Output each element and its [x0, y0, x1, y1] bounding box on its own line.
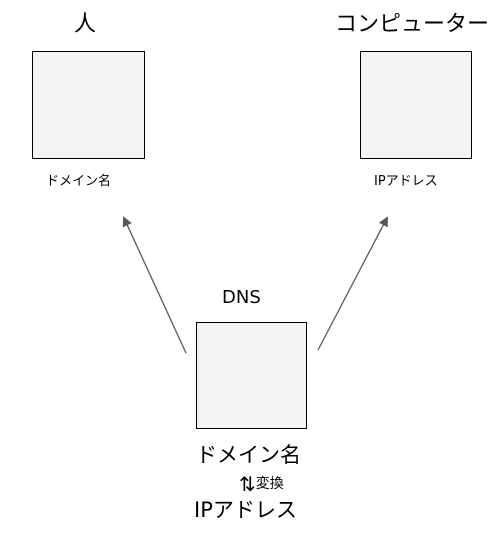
computer-box: [360, 51, 472, 159]
dns-caption-ip: IPアドレス: [194, 498, 297, 522]
human-title: 人: [74, 12, 97, 37]
dns-conversion: ⇅変換: [239, 474, 284, 494]
dns-box: [196, 322, 307, 429]
computer-title: コンピューター: [335, 12, 490, 37]
human-caption: ドメイン名: [46, 174, 112, 189]
dns-title: DNS: [222, 287, 261, 308]
computer-caption: IPアドレス: [374, 174, 438, 189]
dns-caption-domain: ドメイン名: [196, 443, 301, 467]
conversion-label: 変換: [255, 476, 284, 492]
human-box: [32, 51, 145, 159]
arrow-dns-to-computer: [317, 216, 388, 351]
arrow-dns-to-human: [122, 216, 187, 354]
swap-arrows-icon: ⇅: [239, 472, 256, 496]
